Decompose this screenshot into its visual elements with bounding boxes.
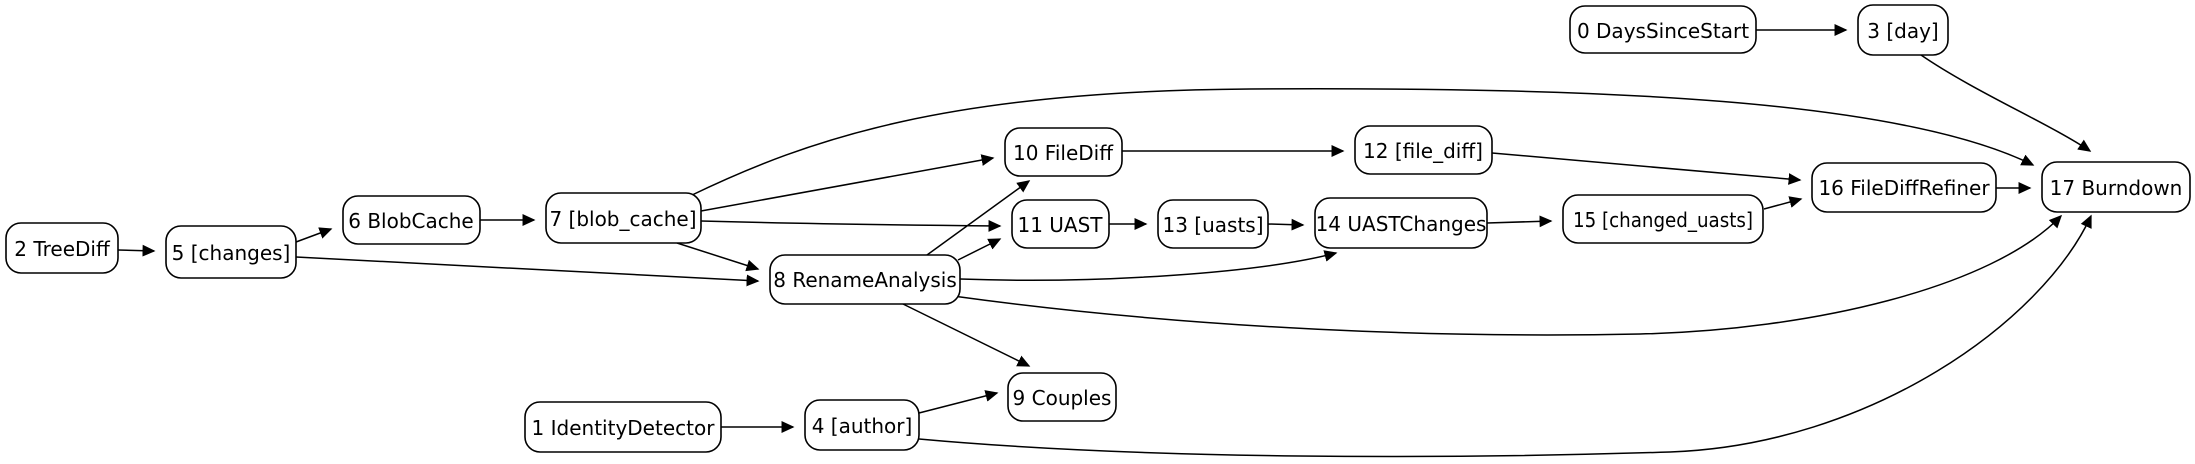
node-box <box>769 254 961 305</box>
node-box <box>5 222 119 274</box>
node-label: 10 FileDiff <box>1013 141 1114 165</box>
node-14-uast-changes: 14 UASTChanges <box>1314 197 1488 249</box>
edge-3-to-17 <box>1920 54 2092 152</box>
edge-8-to-9 <box>902 303 1031 367</box>
node-box <box>1857 4 1949 56</box>
edge-5-to-8 <box>295 256 760 287</box>
node-9-couples: 9 Couples <box>1007 372 1117 422</box>
node-box <box>545 192 702 244</box>
node-box <box>804 399 920 451</box>
node-0-days-since-start: 0 DaysSinceStart <box>1569 5 1757 54</box>
edge-2-to-5 <box>117 244 156 257</box>
node-label: 13 [uasts] <box>1162 213 1263 237</box>
node-layer: 0 DaysSinceStart 3 [day] 2 TreeDiff 5 [c… <box>5 4 2191 453</box>
edge-7-to-17 <box>689 88 2035 197</box>
edge-8-to-17 <box>952 214 2063 336</box>
edge-13-to-14 <box>1267 218 1305 231</box>
node-11-uast: 11 UAST <box>1011 199 1110 249</box>
node-label: 15 [changed_uasts] <box>1573 208 1753 232</box>
node-box <box>1007 372 1117 422</box>
node-10-file-diff: 10 FileDiff <box>1004 127 1123 177</box>
node-label: 16 FileDiffRefiner <box>1818 176 1990 200</box>
node-15-changed-uasts-dep: 15 [changed_uasts] <box>1562 194 1764 244</box>
node-13-uasts-dep: 13 [uasts] <box>1157 199 1269 249</box>
node-label: 11 UAST <box>1017 213 1103 237</box>
node-box <box>165 225 297 279</box>
node-3-day: 3 [day] <box>1857 4 1949 56</box>
node-7-blob-cache-dep: 7 [blob_cache] <box>545 192 702 244</box>
node-label: 9 Couples <box>1013 386 1112 410</box>
node-label: 4 [author] <box>812 414 913 438</box>
node-box <box>1569 5 1757 54</box>
edge-7-to-11 <box>700 219 1002 232</box>
node-label: 3 [day] <box>1867 19 1938 43</box>
node-6-blob-cache: 6 BlobCache <box>342 195 481 245</box>
edge-15-to-16 <box>1763 196 1803 210</box>
edge-7-to-8 <box>676 242 760 272</box>
node-box <box>1004 127 1123 177</box>
node-box <box>1354 125 1493 175</box>
edge-8-to-11 <box>957 238 1002 261</box>
node-box <box>1562 194 1764 244</box>
node-1-identity-detector: 1 IdentityDetector <box>524 401 722 453</box>
node-2-tree-diff: 2 TreeDiff <box>5 222 119 274</box>
node-box <box>524 401 722 453</box>
node-label: 12 [file_diff] <box>1363 139 1483 163</box>
node-label: 6 BlobCache <box>348 209 474 233</box>
edge-14-to-15 <box>1486 215 1553 228</box>
node-box <box>2041 161 2191 213</box>
node-label: 8 RenameAnalysis <box>773 268 957 292</box>
edge-12-to-16 <box>1491 152 1802 185</box>
node-label: 5 [changes] <box>172 241 291 265</box>
node-8-rename-analysis: 8 RenameAnalysis <box>769 254 961 305</box>
node-16-file-diff-refiner: 16 FileDiffRefiner <box>1811 162 1997 213</box>
node-box <box>1811 162 1997 213</box>
edge-4-to-17 <box>918 214 2092 458</box>
node-label: 14 UASTChanges <box>1316 212 1487 236</box>
node-12-file-diff-dep: 12 [file_diff] <box>1354 125 1493 175</box>
node-box <box>1157 199 1269 249</box>
node-17-burndown: 17 Burndown <box>2041 161 2191 213</box>
node-box <box>1314 197 1488 249</box>
node-4-author-dep: 4 [author] <box>804 399 920 451</box>
edge-5-to-6 <box>295 227 333 243</box>
edge-8-to-10 <box>926 180 1031 256</box>
node-5-changes: 5 [changes] <box>165 225 297 279</box>
node-label: 0 DaysSinceStart <box>1577 19 1749 43</box>
node-box <box>342 195 481 245</box>
node-box <box>1011 199 1110 249</box>
edge-8-to-14 <box>959 250 1338 281</box>
edge-4-to-9 <box>918 390 999 414</box>
node-label: 1 IdentityDetector <box>532 416 716 440</box>
node-label: 7 [blob_cache] <box>549 207 696 231</box>
node-label: 2 TreeDiff <box>14 237 111 261</box>
edge-7-to-10 <box>700 154 995 212</box>
edge-layer <box>117 24 2092 458</box>
node-label: 17 Burndown <box>2050 176 2183 200</box>
